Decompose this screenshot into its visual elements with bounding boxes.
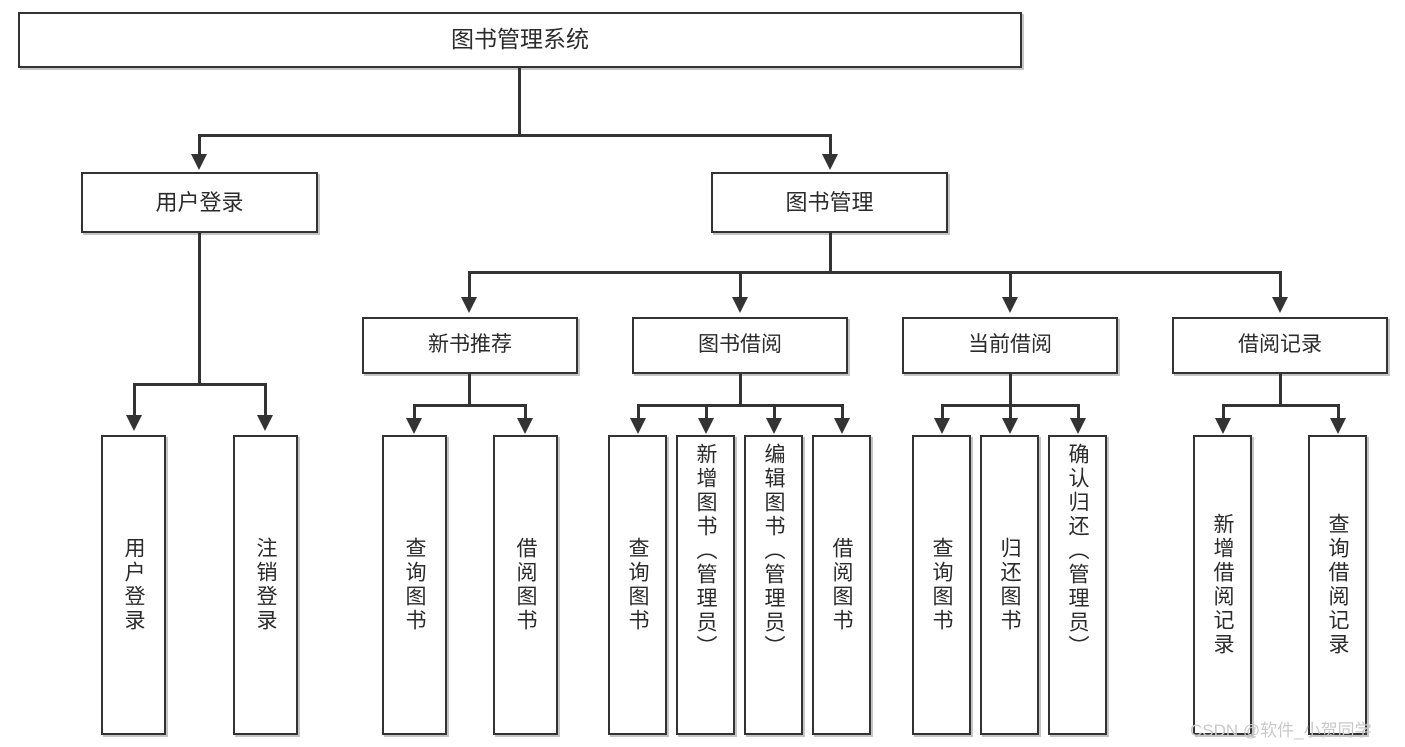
connector-bookmgmt-drop-2: [739, 271, 742, 299]
leaf-logout[interactable]: 注销登录: [233, 435, 298, 735]
leaf-query-book-recommend[interactable]: 查询图书: [382, 435, 447, 735]
leaf-borrow-book[interactable]: 借阅图书: [812, 435, 871, 735]
connector-bookborrow-drop-3: [773, 404, 776, 420]
node-label: 用户登录: [155, 189, 244, 215]
leaf-label: 查询图书: [403, 537, 426, 633]
leaf-confirm-return-admin[interactable]: 确认归还（管理员）: [1048, 435, 1107, 735]
arrowhead-bookborrow-leaf-1: [630, 418, 646, 434]
connector-root-to-userlogin: [198, 134, 201, 156]
leaf-label: 借阅图书: [830, 537, 853, 633]
leaf-edit-book-admin[interactable]: 编辑图书（管理员）: [744, 435, 803, 735]
arrowhead-bookborrow-leaf-3: [766, 418, 782, 434]
leaf-label: 新增图书（管理员）: [694, 443, 717, 659]
arrowhead-bookmgmt-child-1: [461, 297, 477, 313]
connector-bookmgmt-drop-3: [1009, 271, 1012, 299]
leaf-label: 注销登录: [254, 537, 277, 633]
connector-currentborrow-drop-3: [1077, 404, 1080, 420]
node-label: 图书管理: [785, 189, 874, 215]
leaf-label: 新增借阅记录: [1211, 513, 1234, 657]
arrowhead-root-to-bookmgmt: [822, 154, 838, 170]
arrowhead-userlogin-leaf-1: [126, 415, 142, 431]
arrowhead-currentborrow-leaf-3: [1070, 418, 1086, 434]
arrowhead-newbook-leaf-2: [517, 418, 533, 434]
connector-borrowrecord-stem: [1279, 374, 1282, 404]
arrowhead-userlogin-leaf-2: [257, 415, 273, 431]
leaf-label: 编辑图书（管理员）: [762, 443, 785, 659]
node-label: 图书管理系统: [451, 26, 589, 53]
arrowhead-newbook-leaf-1: [406, 418, 422, 434]
connector-root-to-bookmgmt: [829, 134, 832, 156]
leaf-query-book-borrow[interactable]: 查询图书: [608, 435, 667, 735]
node-user-login[interactable]: 用户登录: [81, 172, 318, 233]
leaf-query-borrow-record[interactable]: 查询借阅记录: [1308, 435, 1367, 735]
connector-userlogin-drop-2: [264, 383, 267, 417]
node-book-borrow[interactable]: 图书借阅: [632, 317, 848, 374]
connector-newbook-drop-1: [413, 404, 416, 420]
connector-userlogin-stem: [198, 233, 201, 383]
leaf-return-book[interactable]: 归还图书: [980, 435, 1039, 735]
connector-currentborrow-stem: [1009, 374, 1012, 404]
connector-userlogin-bus: [133, 383, 267, 386]
leaf-label: 查询图书: [930, 537, 953, 633]
arrowhead-root-to-userlogin: [191, 154, 207, 170]
node-label: 图书借阅: [698, 333, 782, 357]
connector-borrowrecord-bus: [1222, 404, 1339, 407]
leaf-label: 用户登录: [122, 537, 145, 633]
arrowhead-currentborrow-leaf-1: [934, 418, 950, 434]
leaf-label: 确认归还（管理员）: [1066, 443, 1089, 659]
leaf-label: 归还图书: [998, 537, 1021, 633]
leaf-add-borrow-record[interactable]: 新增借阅记录: [1193, 435, 1252, 735]
connector-bookmgmt-drop-4: [1279, 271, 1282, 299]
leaf-label: 查询图书: [626, 537, 649, 633]
arrowhead-currentborrow-leaf-2: [1002, 418, 1018, 434]
connector-bookborrow-drop-4: [841, 404, 844, 420]
connector-root-bus: [198, 134, 832, 137]
arrowhead-bookborrow-leaf-4: [834, 418, 850, 434]
connector-userlogin-drop-1: [133, 383, 136, 417]
node-root-system[interactable]: 图书管理系统: [18, 12, 1022, 68]
arrowhead-bookmgmt-child-3: [1002, 297, 1018, 313]
node-new-book-recommend[interactable]: 新书推荐: [362, 317, 578, 374]
leaf-user-login[interactable]: 用户登录: [101, 435, 166, 735]
connector-newbook-stem: [468, 374, 471, 404]
connector-bookmgmt-drop-1: [468, 271, 471, 299]
connector-currentborrow-drop-2: [1009, 404, 1012, 420]
node-label: 借阅记录: [1238, 333, 1322, 357]
arrowhead-bookborrow-leaf-2: [698, 418, 714, 434]
node-label: 新书推荐: [428, 333, 512, 357]
arrowhead-borrowrecord-leaf-1: [1215, 418, 1231, 434]
connector-bookborrow-drop-2: [705, 404, 708, 420]
connector-bookborrow-stem: [739, 374, 742, 404]
leaf-add-book-admin[interactable]: 新增图书（管理员）: [676, 435, 735, 735]
leaf-label: 查询借阅记录: [1326, 513, 1349, 657]
leaf-query-book-current[interactable]: 查询图书: [912, 435, 971, 735]
connector-bookborrow-drop-1: [637, 404, 640, 420]
arrowhead-borrowrecord-leaf-2: [1330, 418, 1346, 434]
leaf-label: 借阅图书: [514, 537, 537, 633]
connector-bookmgmt-stem: [829, 233, 832, 271]
connector-bookborrow-bus: [637, 404, 844, 407]
node-book-management[interactable]: 图书管理: [711, 172, 948, 233]
connector-currentborrow-drop-1: [941, 404, 944, 420]
connector-root-stem: [518, 68, 521, 134]
connector-borrowrecord-drop-2: [1337, 404, 1340, 420]
connector-borrowrecord-drop-1: [1222, 404, 1225, 420]
node-borrow-record[interactable]: 借阅记录: [1172, 317, 1388, 374]
node-label: 当前借阅: [968, 333, 1052, 357]
node-current-borrow[interactable]: 当前借阅: [902, 317, 1118, 374]
connector-bookmgmt-bus: [468, 271, 1282, 274]
connector-newbook-drop-2: [524, 404, 527, 420]
arrowhead-bookmgmt-child-4: [1272, 297, 1288, 313]
leaf-borrow-book-recommend[interactable]: 借阅图书: [493, 435, 558, 735]
arrowhead-bookmgmt-child-2: [732, 297, 748, 313]
connector-newbook-bus: [413, 404, 527, 407]
